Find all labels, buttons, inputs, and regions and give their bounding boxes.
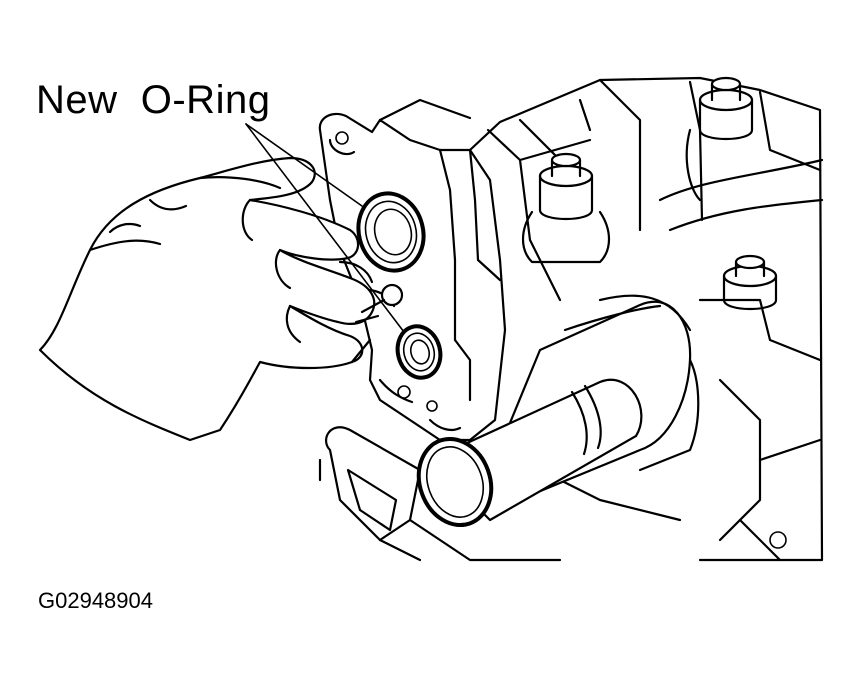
- o-ring-lower: [395, 324, 443, 380]
- lower-bracket: [318, 426, 682, 562]
- pump-cover-plate: [318, 98, 507, 442]
- callout-leader-lines: [245, 123, 405, 333]
- output-shaft: [416, 294, 700, 528]
- mounting-bosses: [521, 76, 778, 310]
- figure-id: G02948904: [38, 588, 153, 613]
- o-ring-upper: [356, 191, 426, 273]
- callout-new-o-ring: New O-Ring: [36, 78, 271, 122]
- technician-hand: [38, 156, 404, 442]
